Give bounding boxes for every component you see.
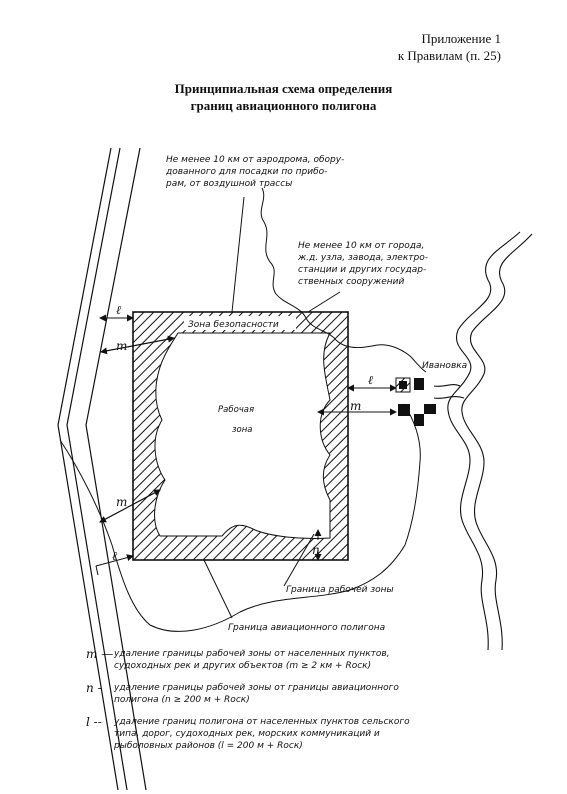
- page-title: Принципиальная схема определения границ …: [0, 80, 567, 114]
- symbol-m-right: m: [350, 399, 361, 413]
- safety-zone-hatch: [133, 312, 348, 560]
- title-line-1: Принципиальная схема определения: [174, 81, 393, 96]
- polygon-boundary-outline: [132, 311, 349, 561]
- river: [433, 231, 533, 651]
- note-city: Не менее 10 км от города, ж.д. узла, зав…: [297, 241, 431, 287]
- legend-row-l: l -- удаление границ полигона от населен…: [86, 716, 486, 752]
- legend-symbol-n: n: [86, 681, 94, 695]
- appendix-line-1: Приложение 1: [421, 31, 501, 46]
- legend-text-m-1: удаление границы рабочей зоны от населен…: [114, 649, 390, 659]
- polygon-boundary-leader: [203, 559, 233, 619]
- legend-text-l-3: рыболовных районов (l = 200 м + Rоск): [114, 741, 303, 751]
- legend-dash-m: —: [101, 647, 114, 661]
- symbol-n: n: [312, 543, 320, 557]
- legend-dash-n: -: [97, 681, 102, 695]
- legend-text-n-1: удаление границы рабочей зоны от границы…: [114, 683, 399, 693]
- work-zone-label-line-2: зона: [232, 425, 253, 435]
- legend-symbol-l: l: [86, 715, 90, 729]
- legend-symbol-m: m: [86, 647, 98, 661]
- work-zone-outline: [154, 332, 331, 539]
- note-airfield-leader: [231, 196, 245, 313]
- appendix-label: Приложение 1 к Правилам (п. 25): [398, 30, 501, 64]
- work-zone-boundary-leader: [283, 533, 315, 587]
- legend-text-l-2: типа, дорог, судоходных рек, морских ком…: [114, 729, 380, 739]
- legend-text-n-2: полигона (n ≥ 200 м + Rоск): [114, 695, 250, 705]
- safety-zone-label: Зона безопасности: [188, 320, 279, 330]
- railway-line: [57, 147, 147, 791]
- work-zone-label-line-1: Рабочая: [218, 405, 254, 415]
- road-curve: [59, 403, 421, 632]
- symbol-m-top-left: m: [116, 339, 127, 353]
- symbol-l-bottom-left: ℓ: [112, 549, 117, 563]
- safety-zone-label-bg: [184, 316, 296, 330]
- title-line-2: границ авиационного полигона: [190, 98, 377, 113]
- village-label: Ивановка: [422, 361, 467, 371]
- village-ivanovka: [395, 377, 436, 426]
- appendix-line-2: к Правилам (п. 25): [397, 48, 501, 63]
- symbol-l-top-left: ℓ: [116, 303, 121, 317]
- legend-row-n: n - удаление границы рабочей зоны от гра…: [86, 682, 486, 706]
- symbol-m-bottom-left: m: [116, 495, 127, 509]
- symbol-l-right: ℓ: [368, 373, 373, 387]
- legend-row-m: m — удаление границы рабочей зоны от нас…: [86, 648, 486, 672]
- polygon-boundary-label: Граница авиационного полигона: [228, 623, 385, 633]
- stream-line: [260, 187, 427, 373]
- legend-dash-l: --: [93, 715, 102, 729]
- legend: m — удаление границы рабочей зоны от нас…: [86, 648, 486, 762]
- legend-text-l-1: удаление границ полигона от населенных п…: [114, 717, 410, 727]
- work-zone-boundary-label: Граница рабочей зоны: [286, 585, 394, 595]
- note-airfield: Не менее 10 км от аэродрома, обору- дова…: [165, 155, 347, 189]
- legend-text-m-2: судоходных рек и других объектов (m ≥ 2 …: [114, 661, 372, 671]
- note-city-leader: [307, 291, 341, 313]
- dimension-arrows: [95, 314, 397, 576]
